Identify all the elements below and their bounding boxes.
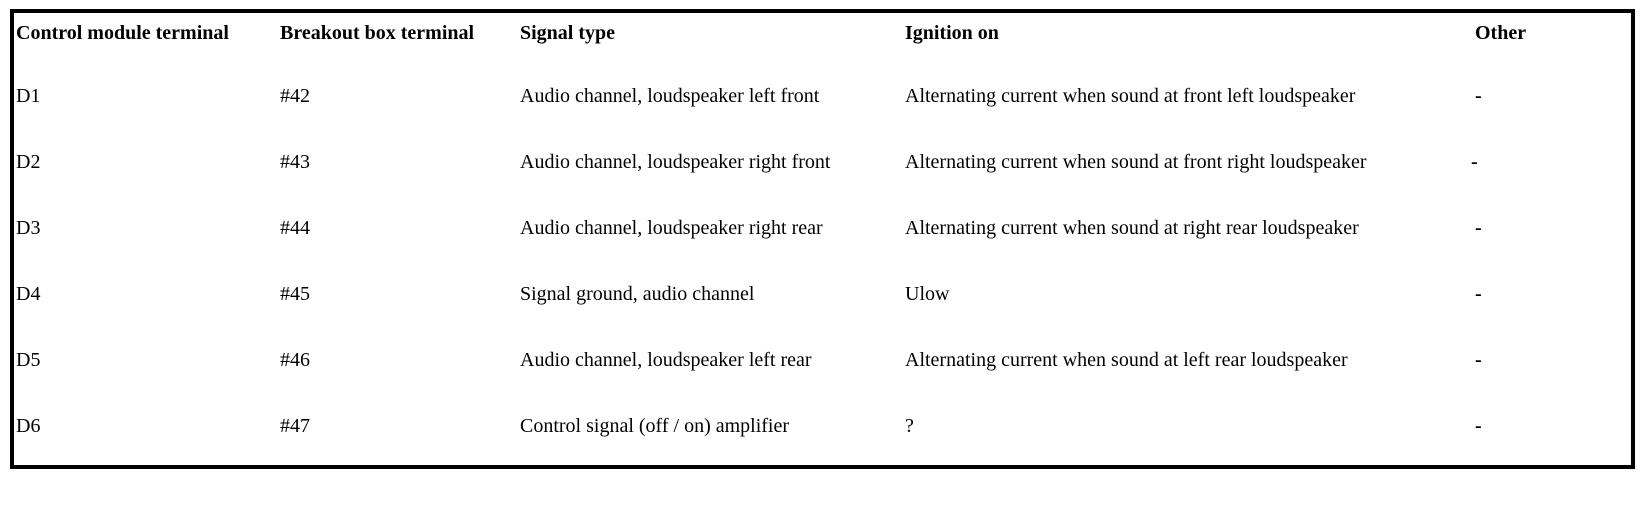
header-control-module-terminal: Control module terminal xyxy=(16,22,229,44)
cell-breakout-box-terminal: #45 xyxy=(280,283,310,305)
cell-other: - xyxy=(1471,151,1478,173)
terminal-table: Control module terminal Breakout box ter… xyxy=(14,13,1631,465)
cell-other: - xyxy=(1475,85,1482,107)
header-ignition-on: Ignition on xyxy=(905,22,999,44)
table-row: D2 #43 Audio channel, loudspeaker right … xyxy=(14,150,1631,180)
cell-control-module-terminal: D6 xyxy=(16,415,41,437)
cell-other: - xyxy=(1475,415,1482,437)
cell-signal-type: Audio channel, loudspeaker right front xyxy=(520,151,831,173)
table-row: D6 #47 Control signal (off / on) amplifi… xyxy=(14,414,1631,444)
cell-breakout-box-terminal: #43 xyxy=(280,151,310,173)
table-row: D4 #45 Signal ground, audio channel Ulow… xyxy=(14,282,1631,312)
cell-breakout-box-terminal: #44 xyxy=(280,217,310,239)
header-breakout-box-terminal: Breakout box terminal xyxy=(280,22,475,44)
cell-control-module-terminal: D4 xyxy=(16,283,41,305)
cell-signal-type: Audio channel, loudspeaker right rear xyxy=(520,217,823,239)
cell-breakout-box-terminal: #46 xyxy=(280,349,310,371)
cell-other: - xyxy=(1475,349,1482,371)
cell-ignition-on: ? xyxy=(905,415,914,437)
cell-ignition-on: Alternating current when sound at left r… xyxy=(905,349,1348,371)
cell-ignition-on: Ulow xyxy=(905,283,950,305)
table-frame: Control module terminal Breakout box ter… xyxy=(10,9,1635,469)
cell-breakout-box-terminal: #47 xyxy=(280,415,310,437)
cell-signal-type: Audio channel, loudspeaker left rear xyxy=(520,349,812,371)
table-row: D3 #44 Audio channel, loudspeaker right … xyxy=(14,216,1631,246)
cell-control-module-terminal: D1 xyxy=(16,85,41,107)
cell-signal-type: Control signal (off / on) amplifier xyxy=(520,415,790,437)
cell-control-module-terminal: D5 xyxy=(16,349,41,371)
cell-control-module-terminal: D3 xyxy=(16,217,41,239)
table-row: D5 #46 Audio channel, loudspeaker left r… xyxy=(14,348,1631,378)
cell-breakout-box-terminal: #42 xyxy=(280,85,310,107)
cell-signal-type: Signal ground, audio channel xyxy=(520,283,755,305)
cell-control-module-terminal: D2 xyxy=(16,151,41,173)
cell-other: - xyxy=(1475,283,1482,305)
table-row: D1 #42 Audio channel, loudspeaker left f… xyxy=(14,84,1631,114)
header-signal-type: Signal type xyxy=(520,22,616,44)
header-other: Other xyxy=(1475,22,1527,44)
cell-signal-type: Audio channel, loudspeaker left front xyxy=(520,85,820,107)
cell-other: - xyxy=(1475,217,1482,239)
cell-ignition-on: Alternating current when sound at right … xyxy=(905,217,1359,239)
cell-ignition-on: Alternating current when sound at front … xyxy=(905,151,1367,173)
cell-ignition-on: Alternating current when sound at front … xyxy=(905,85,1356,107)
